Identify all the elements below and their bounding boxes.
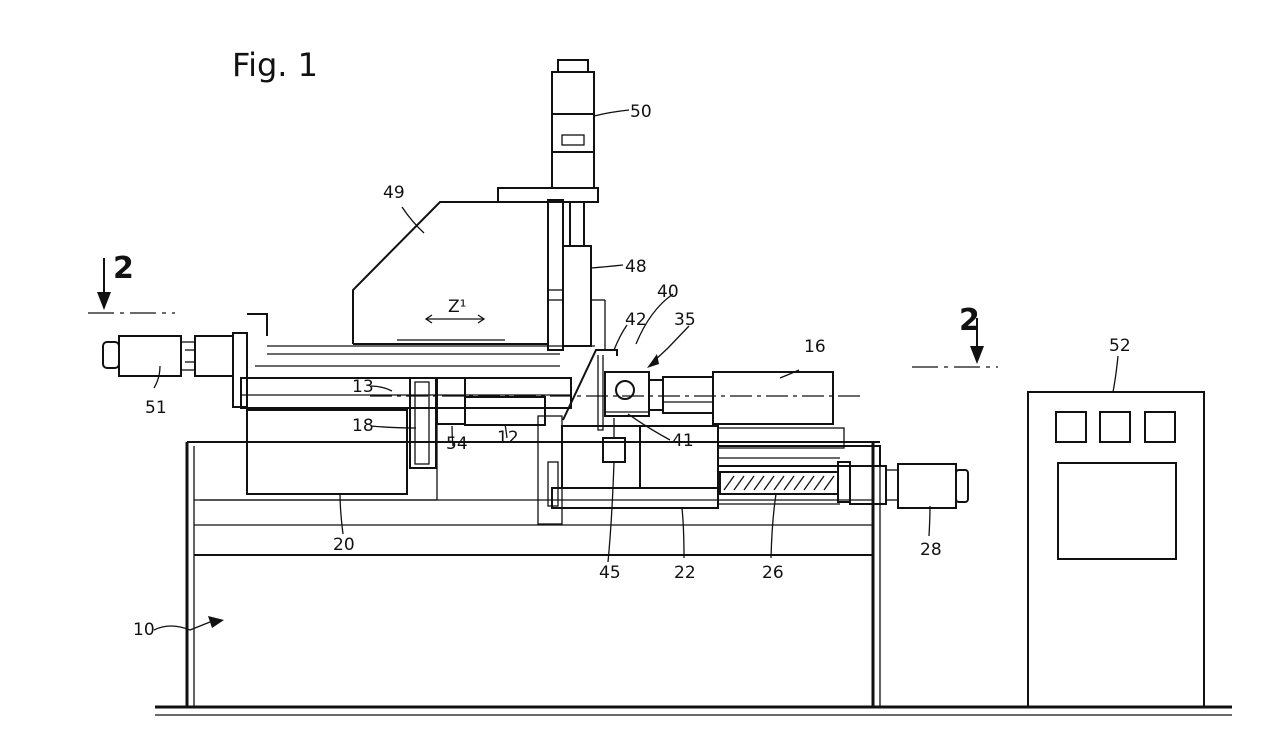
label-35: 35 (674, 310, 696, 330)
control-cabinet (1028, 392, 1204, 707)
label-20: 20 (333, 535, 355, 555)
leader-lines (154, 110, 1118, 630)
label-41: 41 (672, 431, 694, 451)
ball-screw (720, 472, 838, 494)
gripper (563, 350, 649, 430)
label-18: 18 (352, 416, 374, 436)
label-22: 22 (674, 563, 696, 583)
label-51: 51 (145, 398, 167, 418)
label-52: 52 (1109, 336, 1131, 356)
section-label-left: 2 (113, 251, 134, 286)
loader-slide (353, 202, 548, 344)
carriage (538, 416, 880, 524)
label-54: 54 (446, 434, 468, 454)
label-48: 48 (625, 257, 647, 277)
label-26: 26 (762, 563, 784, 583)
label-49: 49 (383, 183, 405, 203)
label-16: 16 (804, 337, 826, 357)
left-motor (103, 333, 247, 407)
label-12: 12 (497, 428, 519, 448)
right-motor (838, 462, 968, 508)
label-42: 42 (625, 310, 647, 330)
motion-axis-label: Z¹ (448, 297, 466, 317)
chuck (410, 378, 436, 468)
label-45: 45 (599, 563, 621, 583)
label-40: 40 (657, 282, 679, 302)
headstock-block (200, 410, 437, 500)
label-10: 10 (133, 620, 155, 640)
label-50: 50 (630, 102, 652, 122)
floor (155, 707, 1232, 715)
vertical-column (498, 188, 605, 350)
section-mark-right (912, 318, 998, 367)
tailstock (649, 372, 833, 424)
top-motor (552, 60, 594, 188)
figure-title: Fig. 1 (232, 46, 318, 84)
label-28: 28 (920, 540, 942, 560)
label-13: 13 (352, 377, 374, 397)
section-label-right: 2 (959, 303, 980, 338)
